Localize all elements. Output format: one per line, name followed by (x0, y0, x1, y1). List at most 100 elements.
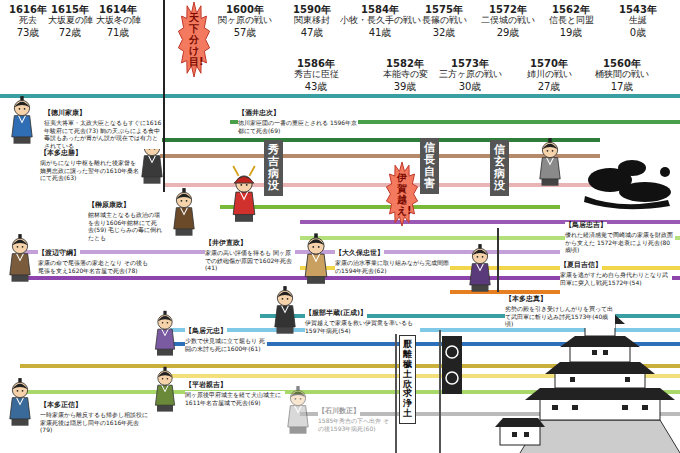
year-label: 1584年 (361, 4, 399, 15)
vertical-text: 天下分け目! (189, 12, 199, 67)
lifeline-bar (160, 154, 600, 158)
kimono (540, 158, 560, 179)
topknot (283, 286, 286, 290)
eye (547, 150, 549, 152)
person-name: 【鳥居元忠】 (185, 328, 227, 336)
retainer-figure (10, 378, 30, 426)
collar (149, 156, 156, 163)
age-label: 57歳 (234, 27, 257, 38)
note-block: 【本多正信】一時家康から離反するも帰参し相談役に 家康死後は隠居し同年の1616… (40, 392, 150, 434)
war-banner: 厭離穢土欣求浄土 (399, 335, 416, 424)
age-label: 39歳 (394, 81, 417, 92)
hair (290, 392, 305, 398)
event-label: 大坂夏の陣 (48, 16, 93, 26)
castle (495, 312, 680, 453)
eye (246, 184, 248, 186)
window (622, 405, 628, 410)
event-marker: 信長自害 (420, 138, 439, 194)
wall (570, 345, 630, 362)
eye (186, 200, 188, 202)
eye (17, 390, 19, 392)
event-label: 大坂冬の陣 (96, 16, 141, 26)
helmet-horns (233, 166, 255, 176)
figures (10, 96, 560, 434)
person-note: 1585年秀吉の下へ出奔 その後1593年病死(60) (318, 417, 392, 432)
year-label: 1562年 (552, 4, 590, 15)
person-note: 家康の高い評価を得るも 関ヶ原での鉄砲傷が原因で1602年死去(41) (205, 249, 295, 272)
retainer-figure (288, 386, 308, 434)
person-note: 劣勢の殿を引き受けしんがりを買って出て武田軍に斬り込み討死1573年(40歳頃) (505, 305, 615, 328)
note-block: 【大久保忠世】家康の治水事業に取り組みながら完成間際の1594年死去(62) (335, 240, 450, 274)
hair (12, 384, 27, 390)
age-label: 41歳 (369, 27, 392, 38)
eye (552, 150, 554, 152)
collar (162, 385, 168, 391)
head (14, 100, 29, 115)
hair (158, 372, 172, 377)
retainer-figure (275, 286, 295, 334)
collar (162, 329, 168, 335)
topknot (314, 233, 318, 238)
kimono (288, 406, 308, 427)
person-note: 一時家康から離反するも帰参し相談役に 家康死後は隠居し同年の1616年死去(79… (40, 411, 150, 434)
eye (295, 398, 297, 400)
age-label: 32歳 (433, 27, 456, 38)
collar (477, 264, 484, 271)
event-label: 信長と同盟 (549, 16, 594, 26)
event-label: 関ヶ原の戦い (218, 16, 272, 26)
person-note: 家康の命で尾張藩の家老となり その後も尾張を支え1620年名古屋で死去(78) (38, 259, 150, 274)
person-name: 【徳川家康】 (44, 110, 86, 118)
note-block: 【井伊直政】家康の高い評価を得るも 関ヶ原での鉄砲傷が原因で1602年死去(41… (205, 230, 295, 272)
eye (22, 246, 24, 248)
note-block: 【服部半蔵(正成)】伊賀越えで家康を救い伊賀衆を率いるも 1597年病死(54) (305, 300, 420, 334)
kimono (10, 398, 30, 419)
age-label: 30歳 (459, 81, 482, 92)
person-name: 【夏目吉信】 (560, 262, 602, 270)
eye (312, 246, 314, 248)
roof (525, 388, 675, 400)
retainer-figure (155, 311, 174, 356)
roof (545, 362, 655, 374)
collar (295, 406, 302, 413)
age-label: 47歳 (301, 27, 324, 38)
topknot (296, 386, 299, 390)
person-name: 【大久保忠世】 (335, 250, 384, 258)
eye (300, 398, 302, 400)
stone-base (520, 420, 680, 453)
person-note: 関ヶ原後甲府城主を経て犬山城主に 1611年名古屋城で死去(69) (185, 391, 285, 406)
vertical-text: 信長自害 (424, 142, 435, 190)
collar (19, 116, 26, 123)
head (472, 248, 487, 263)
kimono (470, 264, 490, 285)
window (592, 350, 597, 355)
note-block: 【石川数正】1585年秀吉の下へ出奔 その後1593年病死(60) (318, 398, 392, 432)
hair (308, 239, 324, 245)
person-note: 家康の治水事業に取り組みながら完成間際の1594年死去(62) (335, 259, 450, 274)
kimono (10, 254, 30, 275)
person-name: 【平岩親吉】 (185, 382, 227, 390)
age-label: 29歳 (497, 27, 520, 38)
person-name: 【鳥居忠吉】 (565, 222, 607, 230)
eye (181, 200, 183, 202)
hair (277, 292, 292, 298)
lifeline-bar (450, 290, 560, 294)
window (552, 405, 558, 410)
eye (167, 322, 169, 324)
age-label: 43歳 (305, 81, 328, 92)
kimono (233, 192, 255, 215)
lifeline-bar (160, 138, 600, 142)
kimono (142, 156, 162, 177)
flag-pole (439, 330, 441, 453)
person-note: 優れた経済感覚で岡崎城の家康を財政面から支えた 1572年老衰により死去(80歳… (565, 231, 675, 254)
year-label: 1575年 (425, 4, 463, 15)
retainer-figure (470, 244, 490, 292)
collar (240, 192, 247, 199)
event-label: 小牧・長久手の戦い (340, 16, 421, 26)
note-block: 【本多忠真】劣勢の殿を引き受けしんがりを買って出て武田軍に斬り込み討死1573年… (505, 286, 615, 328)
helmet (234, 176, 254, 183)
eye (477, 256, 479, 258)
note-block: 【鳥居元忠】少数で伏見城に立て籠もり 死闘の末討ち死に1600年(61) (185, 318, 267, 352)
age-label: 0歳 (630, 27, 646, 38)
year-label: 1543年 (619, 4, 657, 15)
head (277, 290, 292, 305)
